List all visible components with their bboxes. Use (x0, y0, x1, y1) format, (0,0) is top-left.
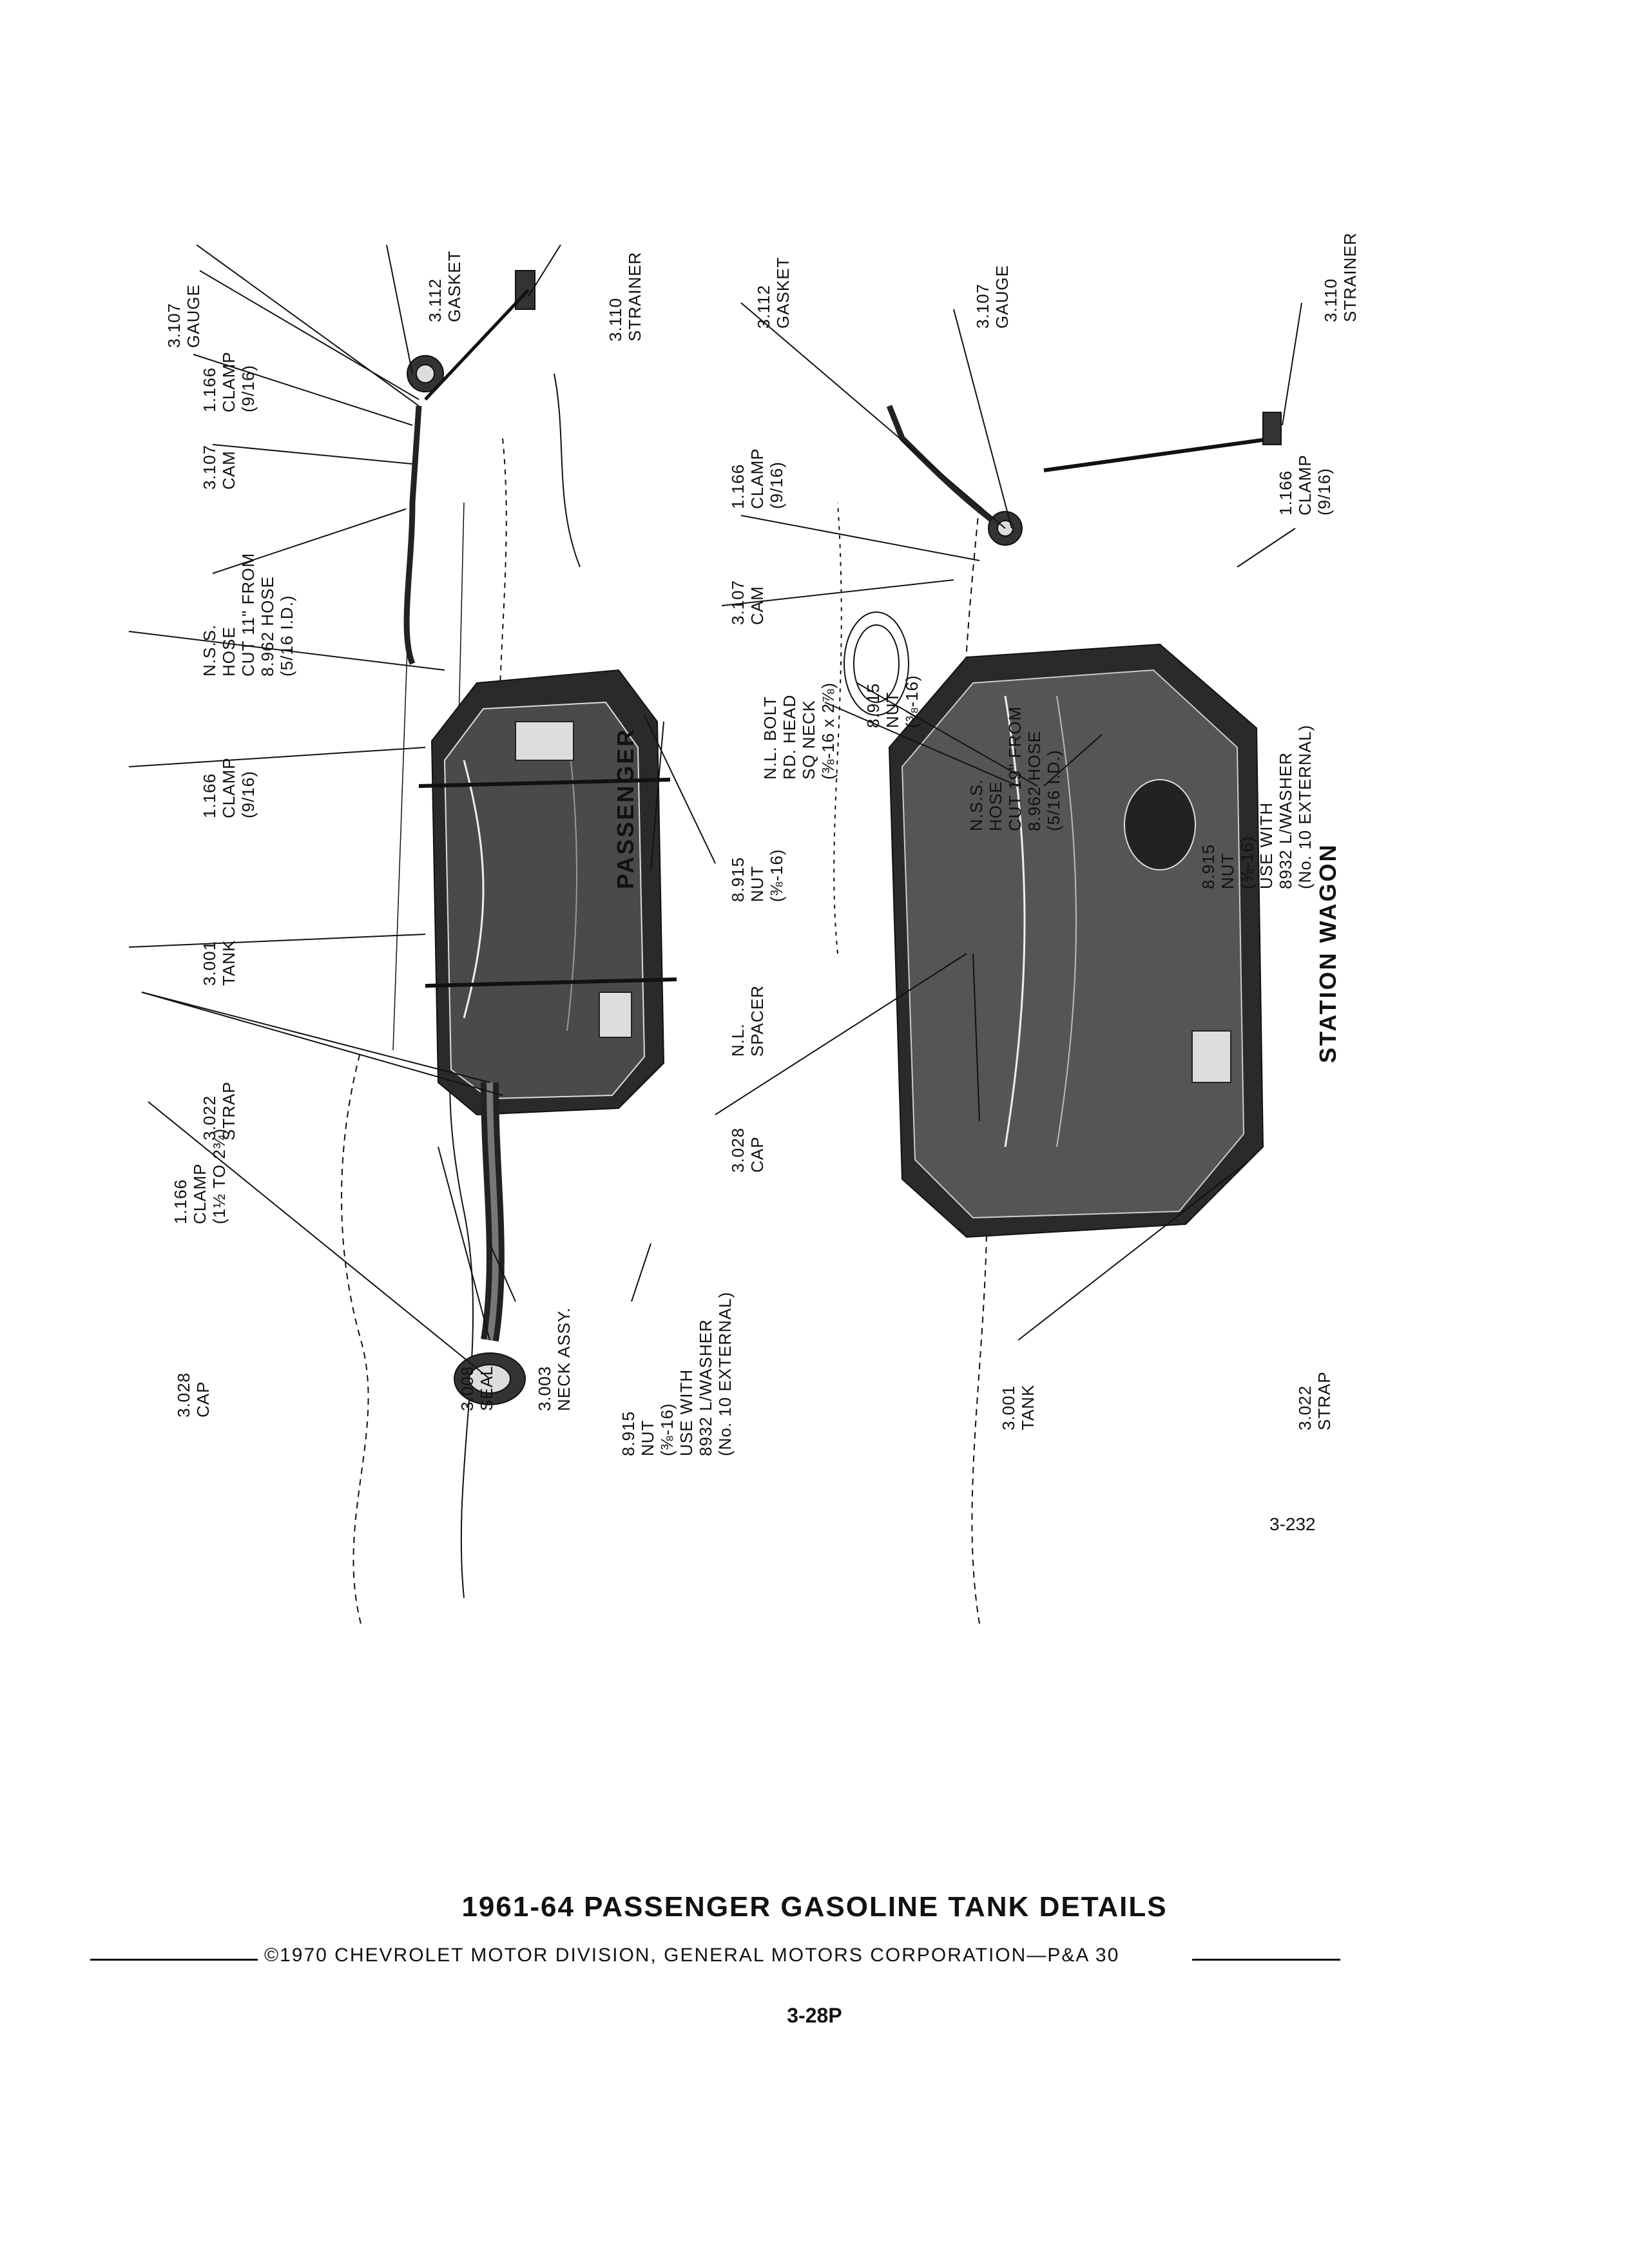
rule-right (1192, 1959, 1340, 1961)
passenger-heading: PASSENGER (612, 727, 639, 889)
copyright-line: ©1970 CHEVROLET MOTOR DIVISION, GENERAL … (90, 1945, 1340, 1970)
figure-number: 3-232 (1269, 1514, 1316, 1534)
copyright-text: ©1970 CHEVROLET MOTOR DIVISION, GENERAL … (264, 1945, 1120, 1966)
station-wagon-tank-drawing (888, 643, 1264, 1238)
page-number: 3-28P (787, 2004, 842, 2027)
station-wagon-heading: STATION WAGON (1315, 843, 1341, 1063)
page-title: 1961-64 PASSENGER GASOLINE TANK DETAILS (461, 1891, 1168, 1923)
diagram-artwork (128, 244, 1302, 1624)
passenger-spacer-label: N.L.SPACER (728, 985, 767, 1057)
rule-left (90, 1959, 258, 1961)
